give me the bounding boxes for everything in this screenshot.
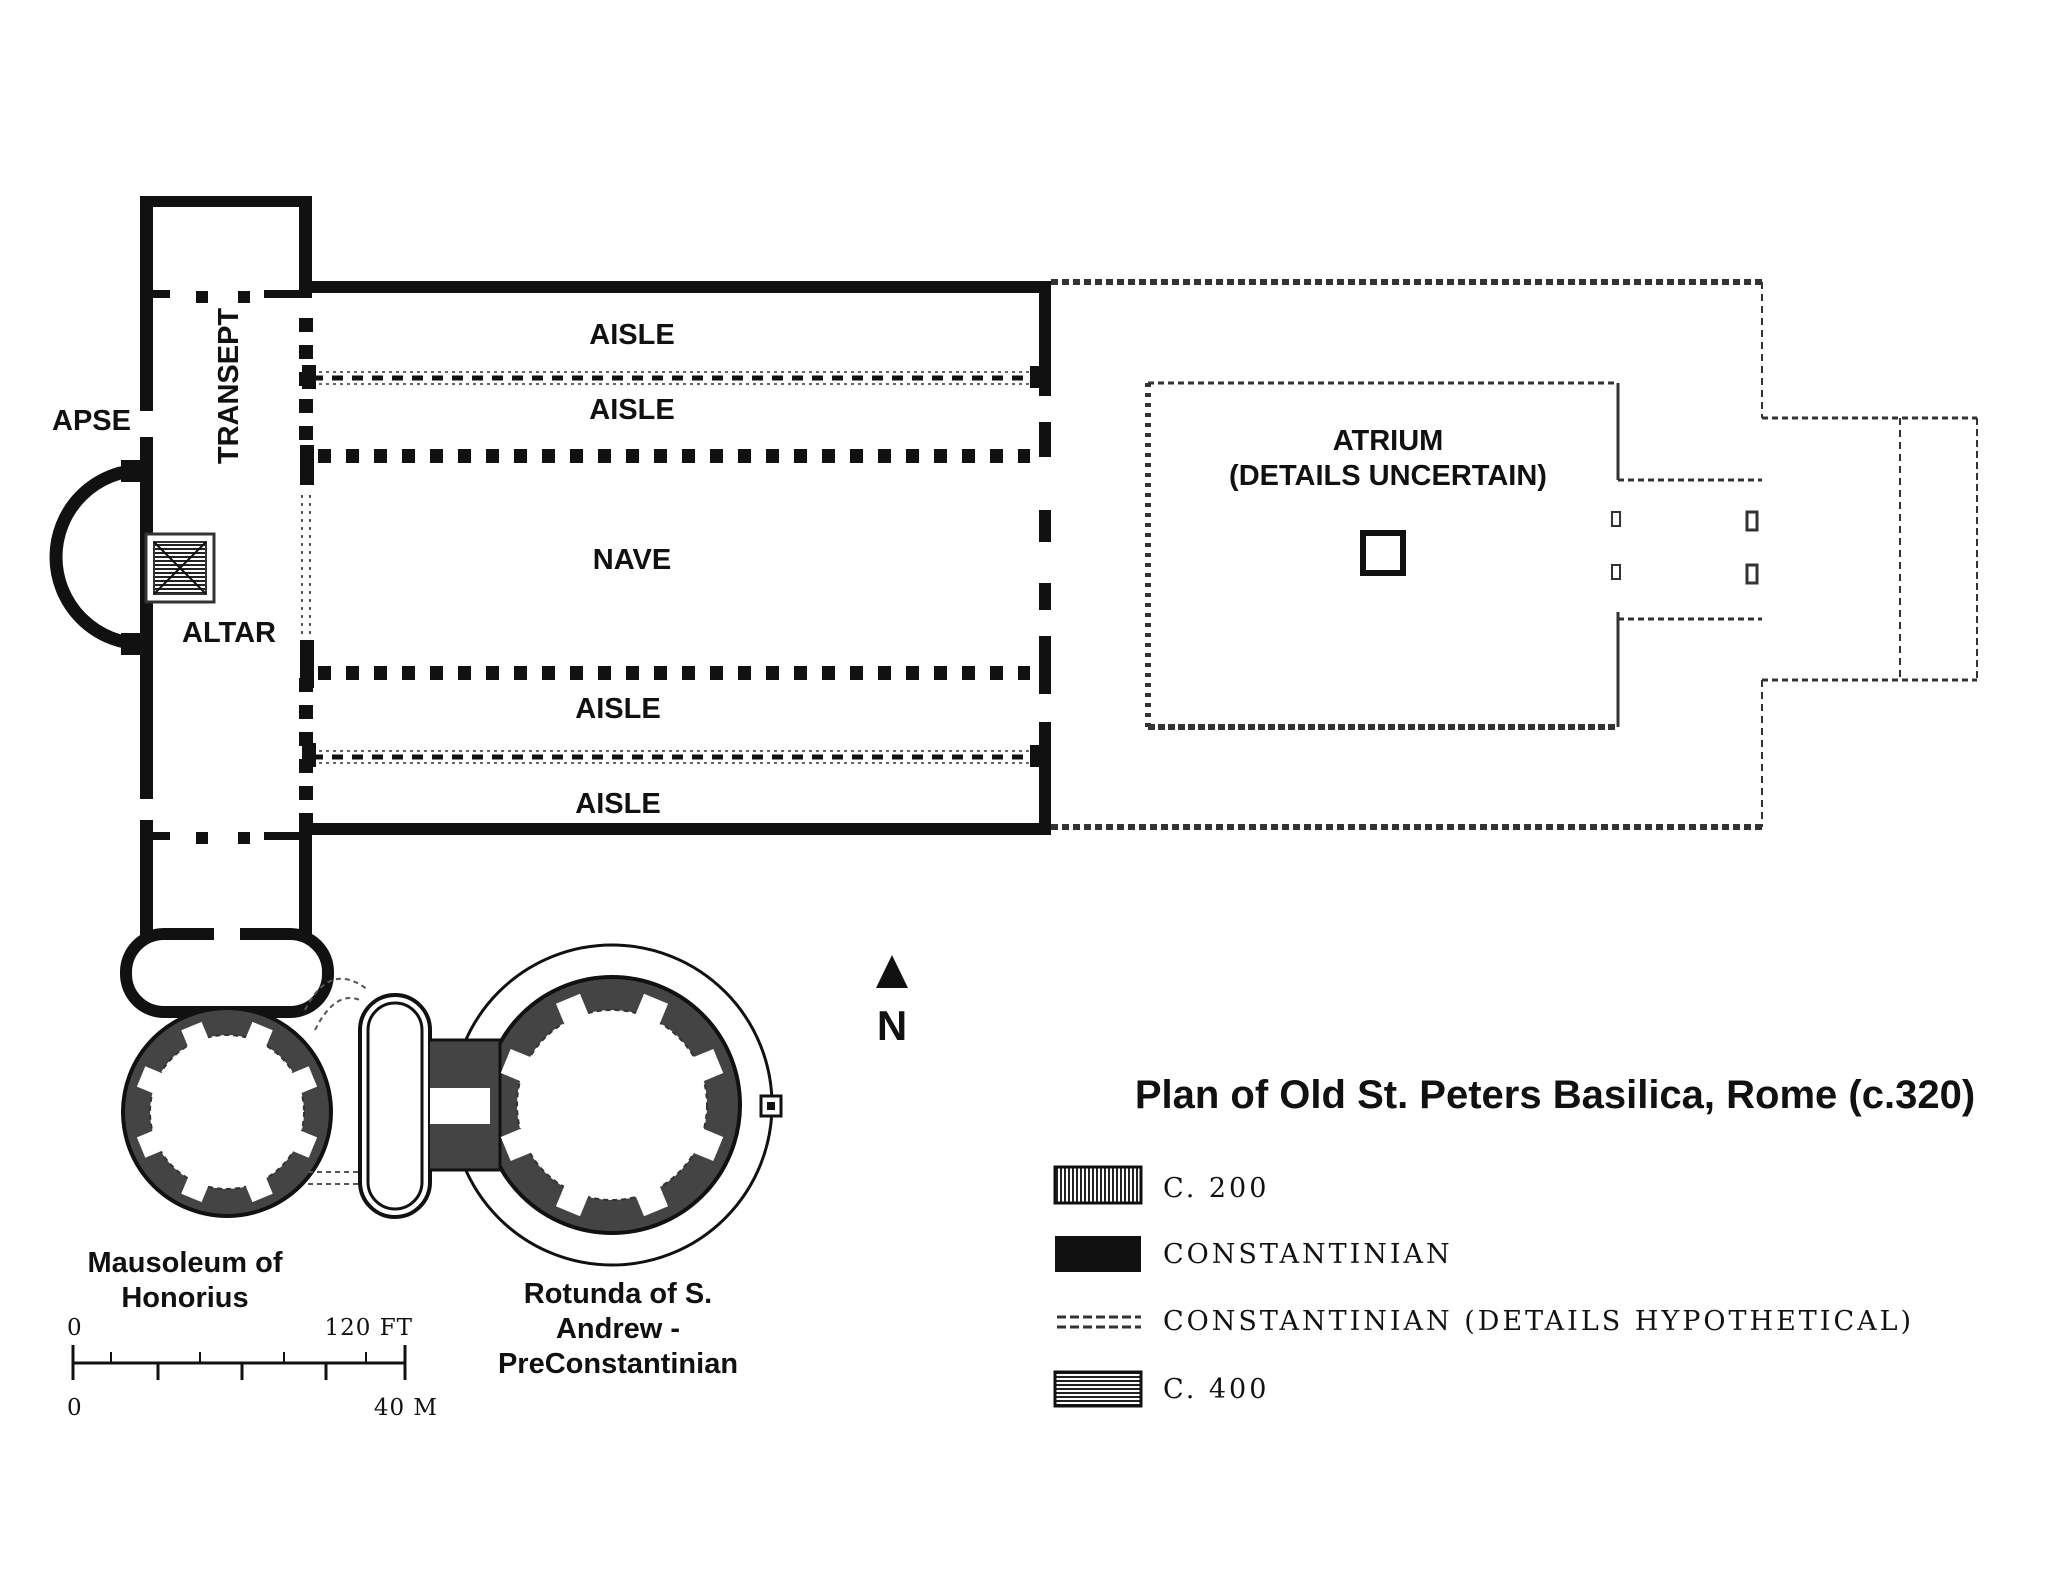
legend-item-c400: C. 400: [1053, 1370, 1269, 1408]
inner-colonnade-ties: [312, 371, 1036, 764]
label-atrium-note: (DETAILS UNCERTAIN): [1229, 460, 1547, 492]
niche: [632, 993, 669, 1032]
niche: [500, 1125, 539, 1162]
label-mausoleum-line2: Honorius: [121, 1282, 248, 1314]
legend-item-c200: C. 200: [1053, 1165, 1269, 1205]
label-atrium: ATRIUM: [1333, 425, 1444, 457]
scale-bottom-end: 40 M: [374, 1395, 438, 1421]
legend-label-constantinian: CONSTANTINIAN: [1163, 1239, 1453, 1270]
transept-pier: [299, 678, 313, 692]
legend-label-c200: C. 200: [1163, 1173, 1269, 1204]
label-aisle-3: AISLE: [575, 693, 660, 725]
atrium-hypothetical: [1051, 279, 1978, 830]
niche: [632, 1178, 669, 1217]
link-corridor: [304, 977, 369, 1185]
niche: [284, 1066, 318, 1097]
legend-label-c400: C. 400: [1163, 1374, 1269, 1405]
label-mausoleum-line1: Mausoleum of: [88, 1247, 283, 1279]
small-square-marker: [759, 1094, 783, 1118]
niche: [555, 1178, 592, 1217]
scale-bar: 0 120 FT 0 40 M: [67, 1315, 438, 1421]
plan-title: Plan of Old St. Peters Basilica, Rome (c…: [1135, 1073, 1975, 1117]
transept-pier: [299, 426, 313, 440]
scale-bottom-start: 0: [67, 1395, 83, 1421]
label-rotunda-line2: Andrew -: [556, 1313, 680, 1345]
niche: [136, 1127, 170, 1158]
scale-top-end: 120 FT: [324, 1315, 413, 1341]
transept-pier: [299, 705, 313, 719]
apse: [49, 460, 145, 655]
room-labels: APSE TRANSEPT ALTAR AISLE AISLE NAVE AIS…: [52, 308, 1547, 1380]
legend: C. 200 CONSTANTINIAN CONSTANTINIAN (DETA…: [1053, 1165, 1914, 1408]
label-rotunda-line1: Rotunda of S.: [524, 1278, 712, 1310]
label-aisle-4: AISLE: [575, 788, 660, 820]
legend-item-constantinian: CONSTANTINIAN: [1055, 1236, 1453, 1272]
transept-pier: [299, 732, 313, 746]
transept-pier: [299, 345, 313, 359]
niche: [181, 1021, 212, 1055]
legend-item-hypothetical: CONSTANTINIAN (DETAILS HYPOTHETICAL): [1057, 1306, 1914, 1337]
colonnade-end-piers: [302, 365, 1042, 767]
label-rotunda-line3: PreConstantinian: [498, 1348, 738, 1380]
inner-colonnades: [312, 375, 1036, 760]
label-transept: TRANSEPT: [213, 308, 245, 465]
niche: [136, 1066, 170, 1097]
niche: [555, 993, 592, 1032]
niche: [242, 1021, 273, 1055]
label-aisle-2: AISLE: [589, 394, 674, 426]
transept-pier: [299, 813, 313, 827]
transept-pier: [299, 318, 313, 332]
transept-pier: [299, 399, 313, 413]
basilica-walls: [140, 196, 1051, 935]
label-altar: ALTAR: [182, 617, 276, 649]
niche: [685, 1048, 724, 1085]
scale-top-start: 0: [67, 1315, 83, 1341]
niche: [685, 1125, 724, 1162]
rotunda-niches: [500, 993, 724, 1217]
north-label: N: [877, 1002, 907, 1049]
label-nave: NAVE: [593, 544, 671, 576]
mausoleum-honorius: [120, 925, 334, 1218]
transept-pier: [299, 786, 313, 800]
north-arrow: N: [876, 955, 908, 1049]
nave-colonnades: [318, 449, 1030, 680]
legend-label-hypothetical: CONSTANTINIAN (DETAILS HYPOTHETICAL): [1163, 1306, 1914, 1337]
transept-piers: [299, 318, 313, 827]
mausoleum-niches: [136, 1021, 318, 1203]
niche: [181, 1169, 212, 1203]
label-apse: APSE: [52, 405, 131, 437]
altar: [144, 532, 216, 604]
niche: [284, 1127, 318, 1158]
transept-colonnade: [301, 495, 311, 635]
niche: [500, 1048, 539, 1085]
label-aisle-1: AISLE: [589, 319, 674, 351]
rotunda-st-andrew: [358, 943, 774, 1267]
niche: [242, 1169, 273, 1203]
